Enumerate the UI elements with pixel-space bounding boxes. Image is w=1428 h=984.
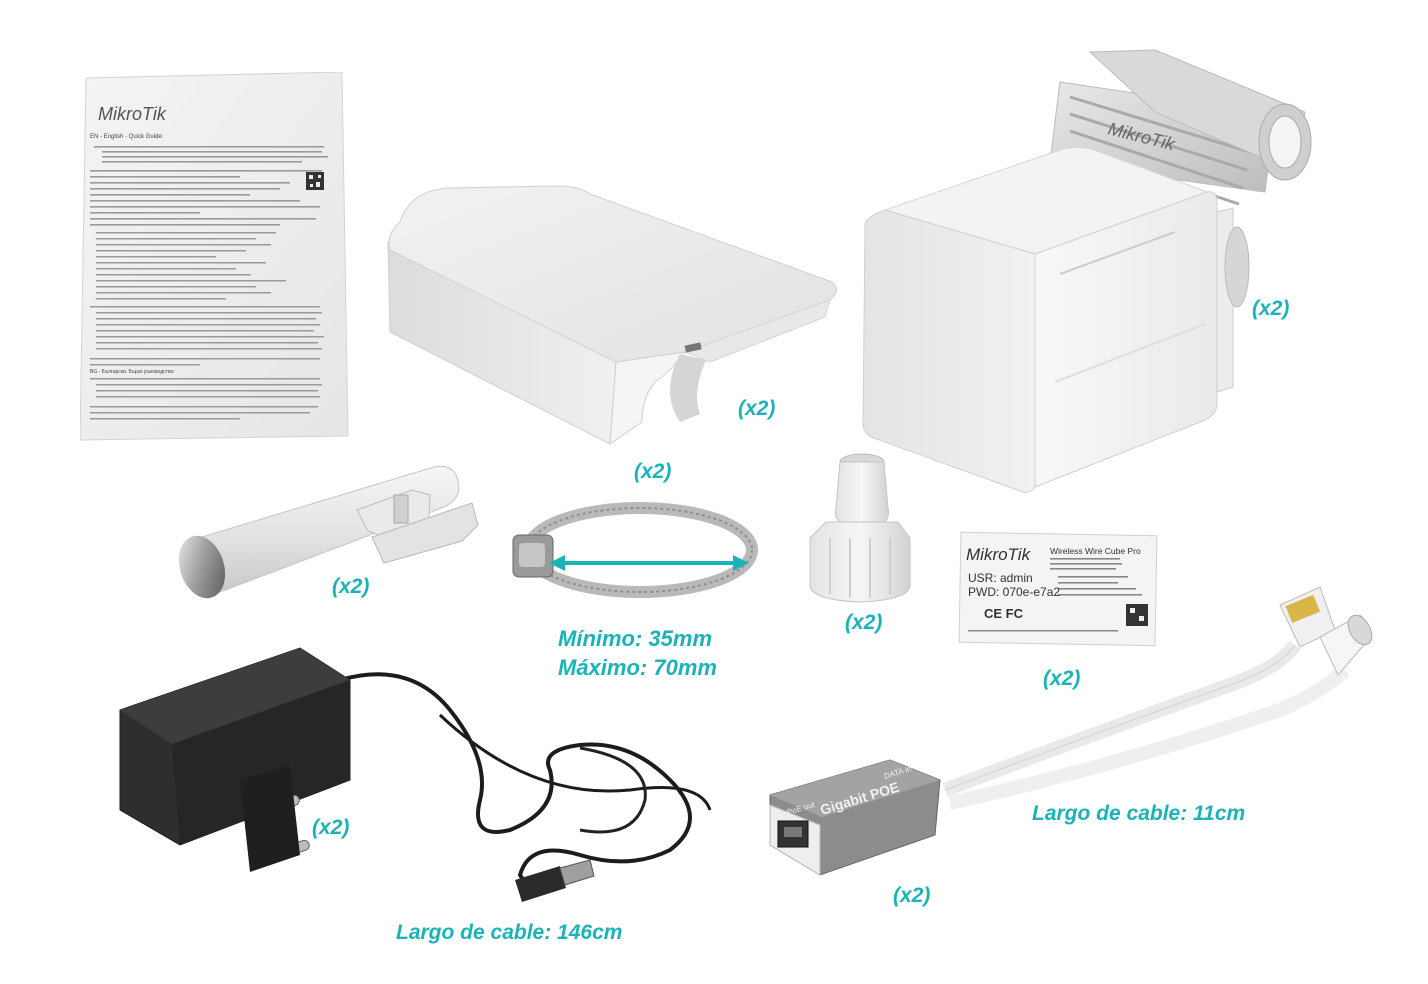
sticker-product: Wireless Wire Cube Pro (1050, 546, 1141, 556)
credentials-sticker: MikroTik Wireless Wire Cube Pro USR: adm… (958, 530, 1158, 648)
clamp-min-label: Mínimo: 35mm (558, 626, 713, 651)
poe-qty-label: (x2) (893, 884, 931, 907)
wireless-wire-cube-device: MikroTik (855, 42, 1315, 497)
power-adapter (110, 640, 750, 920)
gigabit-poe-injector: Gigabit POE PoE out DATA in (760, 575, 1380, 905)
clamp-qty-label: (x2) (634, 460, 672, 483)
adapter-cable-length-label: Largo de cable: 146cm (396, 921, 623, 944)
device-qty-label: (x2) (1252, 297, 1290, 320)
sticker-usr: USR: admin (968, 571, 1033, 585)
cover-qty-label: (x2) (738, 397, 776, 420)
guide-logo: MikroTik (98, 104, 167, 124)
poe-cable-length-label: Largo de cable: 11cm (1032, 802, 1246, 825)
clamp-max-label: Máximo: 70mm (558, 655, 717, 680)
cable-gland (800, 448, 920, 608)
guide-header: EN - English - Quick Guide: (90, 134, 164, 140)
hose-clamp (505, 495, 765, 605)
sticker-logo: MikroTik (966, 545, 1032, 564)
sun-shield-cover (380, 182, 850, 452)
gland-qty-label: (x2) (845, 611, 883, 634)
sticker-ce-mark: CE FC (984, 606, 1024, 621)
quick-guide-paper: MikroTik EN - English - Quick Guide: (79, 71, 350, 442)
guide-section-2: BG - Български. Бързо ръководство: (90, 369, 175, 375)
sticker-pwd: PWD: 070e-e7a2 (968, 585, 1060, 599)
mounting-bracket (172, 455, 492, 610)
mount-qty-label: (x2) (332, 575, 370, 598)
adapter-qty-label: (x2) (312, 816, 350, 839)
sticker-qty-label: (x2) (1043, 667, 1081, 690)
